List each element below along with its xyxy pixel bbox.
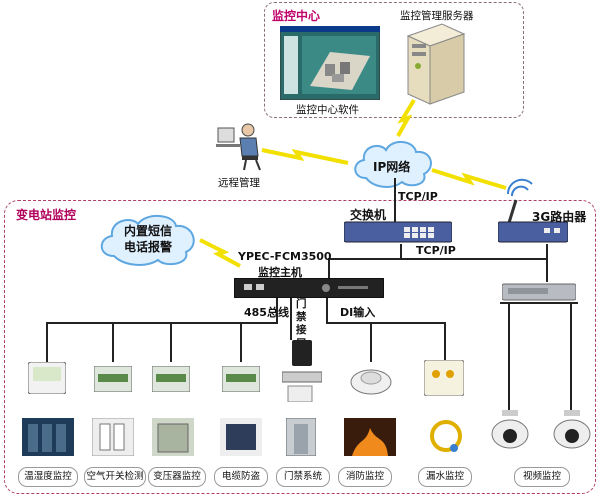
sms-alarm-line1: 内置短信 — [124, 224, 173, 238]
router-label: 3G路由器 — [532, 210, 587, 224]
photo-fire — [344, 418, 396, 456]
drop-2 — [112, 322, 114, 362]
video-bus-line — [500, 302, 578, 304]
switch-icon — [344, 221, 452, 243]
host-device — [234, 278, 384, 298]
door-interface-char-1: 门 — [296, 298, 307, 310]
door-interface-char-3: 接 — [296, 324, 307, 336]
link-cloud-switch — [394, 178, 396, 222]
monitoring-center-region — [264, 2, 524, 118]
sms-alarm-line2: 电话报警 — [124, 240, 173, 254]
photo-leak-cable — [430, 420, 462, 452]
switch-label: 交换机 — [350, 208, 387, 222]
tcpip-bus-line — [328, 258, 548, 260]
subsystem-label: 门禁系统 — [276, 467, 330, 487]
subsystem-label: 电缆防盗 — [214, 467, 268, 487]
subsystem-label: 空气开关检测 — [84, 467, 146, 487]
photo-door — [286, 418, 316, 456]
subsystem-label: 变压器监控 — [148, 467, 206, 487]
di-input-label: DI输入 — [340, 306, 376, 319]
rs485-bus-line — [46, 322, 278, 324]
photo-transformer — [152, 418, 194, 456]
ip-network-label: IP网络 — [373, 160, 411, 174]
link-door — [290, 298, 292, 340]
tcpip-top-label: TCP/IP — [398, 190, 438, 203]
door-interface-char-2: 禁 — [296, 311, 307, 323]
host-label: 监控主机 — [258, 266, 302, 279]
lightning-center — [396, 98, 416, 137]
drop-4 — [240, 322, 242, 362]
subsystem-label: 视频监控 — [514, 467, 570, 487]
host-model: YPEC-FCM3500 — [238, 250, 332, 263]
di-bus-line — [326, 322, 446, 324]
lightning-sms — [199, 238, 241, 268]
drop-camera-1 — [508, 302, 510, 412]
photo-server-room — [22, 418, 74, 456]
link-host-485 — [276, 298, 278, 322]
software-screenshot — [280, 26, 380, 100]
thermo-hygrometer-icon — [28, 362, 66, 394]
sms-alarm-cloud — [100, 215, 195, 266]
drop-3 — [170, 322, 172, 362]
monitoring-center-title: 监控中心 — [272, 9, 321, 23]
link-router-video — [546, 244, 548, 282]
subsystem-label: 漏水监控 — [418, 467, 472, 487]
camera-2-icon — [553, 410, 591, 449]
link-di — [326, 298, 328, 322]
smoke-detector-icon — [350, 369, 392, 395]
ip-network-cloud — [354, 141, 432, 188]
video-recorder-icon — [502, 283, 576, 301]
bus-485-label: 485总线 — [244, 306, 289, 319]
remote-operator-icon — [216, 123, 261, 171]
subsystem-label: 温湿度监控 — [18, 467, 78, 487]
transformer-module-icon — [152, 366, 190, 392]
drop-fire — [370, 322, 372, 362]
photo-air-switch — [92, 418, 134, 456]
camera-1-icon — [491, 410, 529, 449]
substation-title: 变电站监控 — [16, 208, 77, 222]
server-label: 监控管理服务器 — [400, 10, 474, 22]
subsystem-label: 消防监控 — [338, 467, 392, 487]
photo-cable — [220, 418, 262, 456]
remote-label: 远程管理 — [218, 177, 260, 189]
leak-detector-icon — [424, 360, 464, 396]
drop-camera-2 — [570, 302, 572, 412]
door-access-icon — [282, 340, 322, 402]
lightning-router — [431, 168, 507, 190]
switch-detector-icon — [94, 366, 132, 392]
drop-water — [444, 322, 446, 362]
router-icon — [498, 178, 568, 243]
link-bus-host — [328, 258, 330, 280]
tcpip-bus-label: TCP/IP — [416, 244, 456, 257]
drop-1 — [46, 322, 48, 362]
lightning-remote — [261, 148, 349, 165]
substation-region — [4, 200, 596, 494]
software-label: 监控中心软件 — [296, 104, 359, 116]
server-icon — [406, 23, 466, 105]
link-switch-bus — [400, 244, 402, 260]
cable-module-icon — [222, 366, 260, 392]
